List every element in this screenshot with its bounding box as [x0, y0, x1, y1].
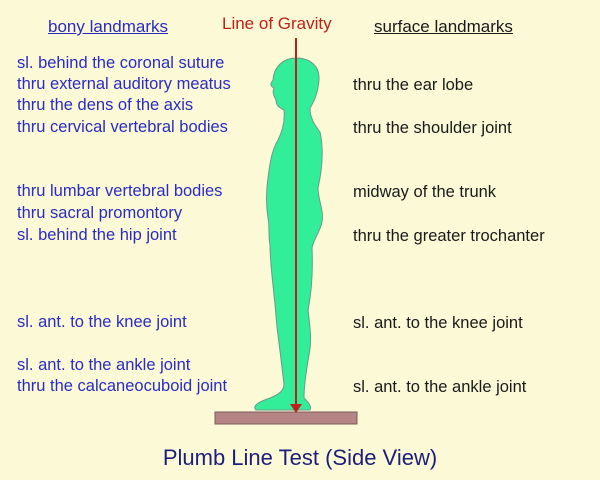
bony-landmark: sl. behind the coronal suture [17, 54, 225, 72]
line-of-gravity-label: Line of Gravity [222, 14, 332, 33]
gravity-arrowhead-icon [290, 404, 302, 413]
bony-landmark: sl. ant. to the ankle joint [17, 356, 191, 374]
bony-landmark: thru sacral promontory [17, 204, 183, 222]
surface-landmark: sl. ant. to the knee joint [353, 314, 523, 332]
bony-landmark: thru external auditory meatus [17, 75, 231, 93]
bony-landmark: thru lumbar vertebral bodies [17, 182, 223, 200]
bony-landmark: thru cervical vertebral bodies [17, 118, 228, 136]
surface-landmark: midway of the trunk [353, 183, 497, 201]
human-silhouette [254, 57, 323, 411]
bony-landmark: thru the calcaneocuboid joint [17, 377, 228, 395]
bony-landmark: sl. ant. to the knee joint [17, 313, 187, 331]
bony-landmarks-header: bony landmarks [48, 17, 169, 36]
bony-landmark: sl. behind the hip joint [17, 226, 177, 244]
diagram-title: Plumb Line Test (Side View) [162, 445, 438, 470]
surface-landmark: thru the shoulder joint [353, 119, 512, 137]
surface-landmark: thru the ear lobe [353, 76, 474, 94]
surface-landmarks-header: surface landmarks [374, 17, 513, 36]
bony-landmark: thru the dens of the axis [17, 96, 194, 114]
surface-landmark: sl. ant. to the ankle joint [353, 378, 527, 396]
ground-platform [214, 411, 358, 425]
surface-landmark: thru the greater trochanter [353, 227, 545, 245]
